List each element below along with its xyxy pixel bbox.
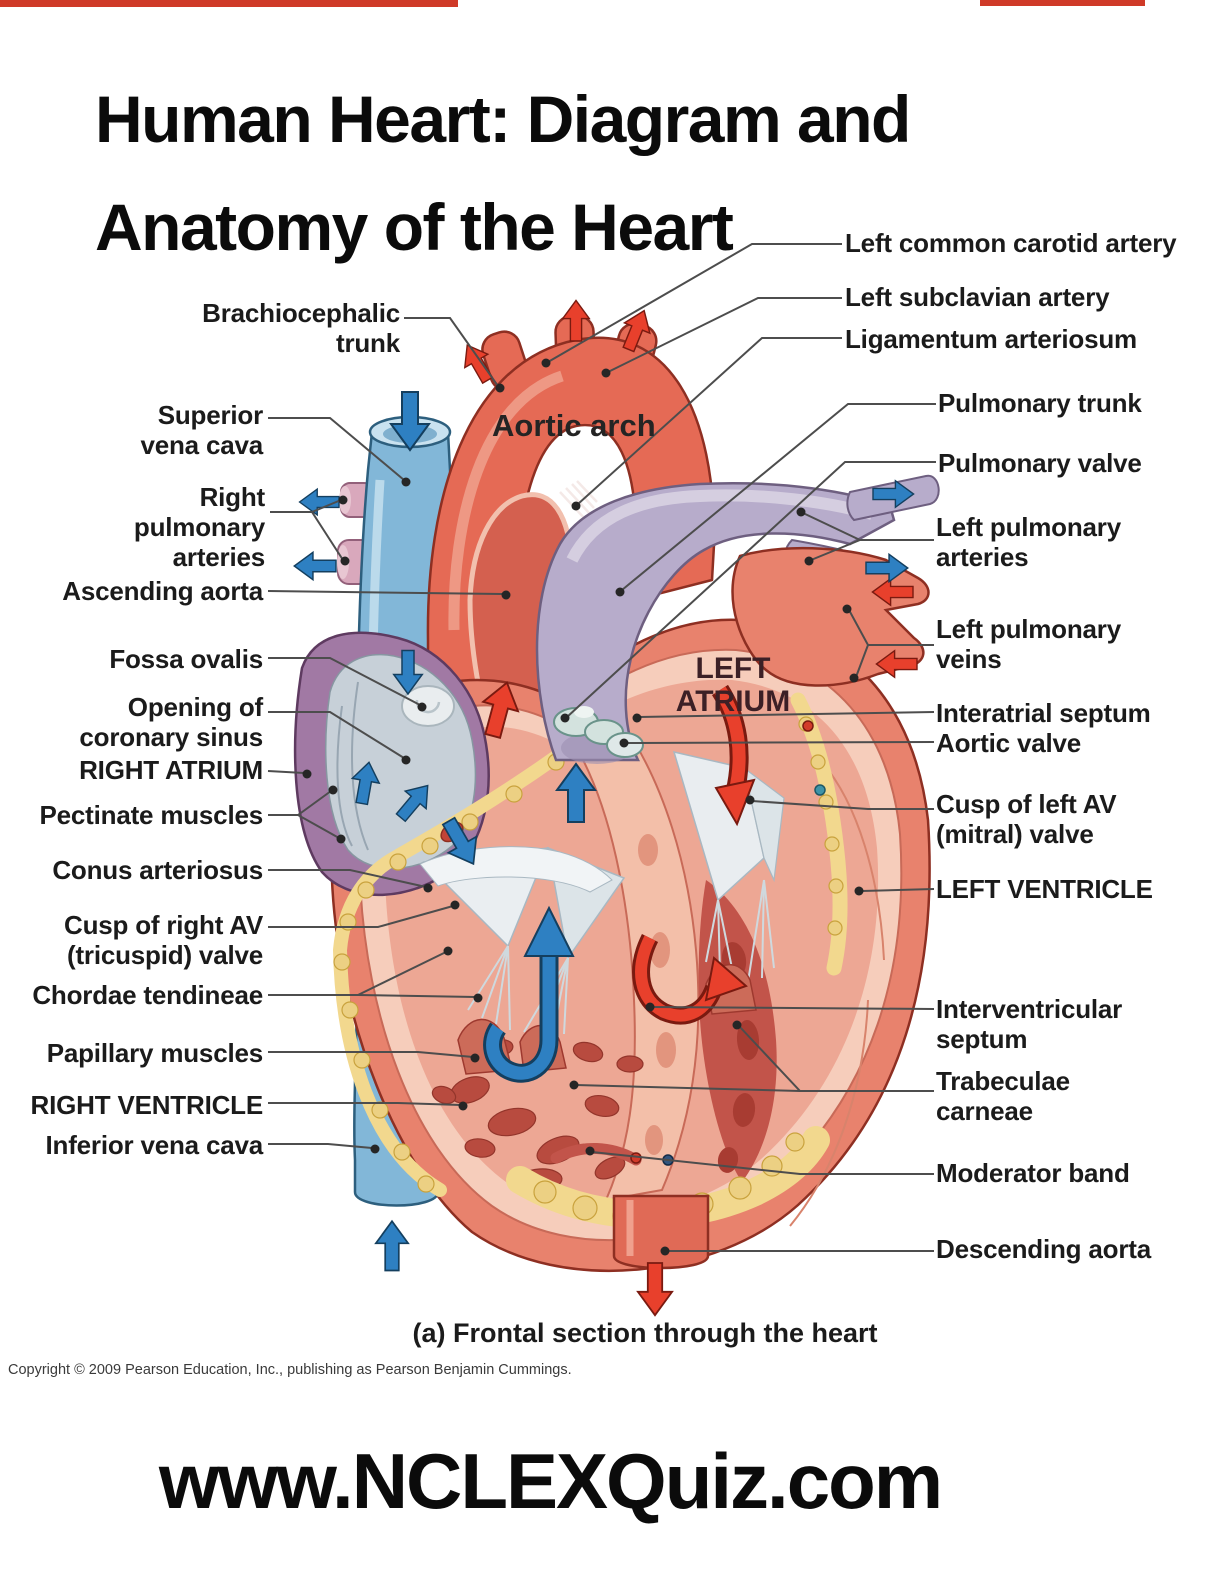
label-left-pulmonary-arteries: Left pulmonary arteries <box>936 512 1121 573</box>
label-papillary-muscles: Papillary muscles <box>46 1038 263 1068</box>
label-opening-of-coronary-sinus: Opening of coronary sinus <box>79 692 263 753</box>
label-pectinate-muscles: Pectinate muscles <box>39 800 264 830</box>
mitral-valve-chordae <box>672 750 785 1015</box>
copyright-text: Copyright © 2009 Pearson Education, Inc.… <box>8 1362 572 1378</box>
label-ascending-aorta: Ascending aorta <box>62 576 263 606</box>
descending-aorta-shape <box>612 1194 710 1270</box>
leader-lines <box>267 243 936 1252</box>
label-trabeculae-carneae: Trabeculae carneae <box>936 1066 1070 1127</box>
label-pulmonary-trunk: Pulmonary trunk <box>938 388 1142 418</box>
page-title: Human Heart: Diagram and Anatomy of the … <box>95 82 911 264</box>
label-chordae-tendineae: Chordae tendineae <box>32 980 263 1010</box>
left-pulmonary-veins-shape <box>731 546 930 687</box>
website-url: www.NCLEXQuiz.com <box>158 1437 943 1525</box>
fossa-ovalis-shape <box>401 685 455 727</box>
label-superior-vena-cava: Superior vena cava <box>140 400 263 461</box>
label-conus-arteriosus: Conus arteriosus <box>52 855 263 885</box>
label-right-atrium: RIGHT ATRIUM <box>79 755 263 785</box>
label-descending-aorta: Descending aorta <box>936 1234 1151 1264</box>
leader-dots <box>302 358 864 1256</box>
label-right-pulmonary-arteries: Right pulmonary arteries <box>133 482 265 573</box>
top-edge-artifact <box>0 0 1145 7</box>
label-interatrial-septum: Interatrial septum <box>936 698 1151 728</box>
label-cusp-of-right-av-valve: Cusp of right AV (tricuspid) valve <box>64 910 263 971</box>
label-pulmonary-valve: Pulmonary valve <box>938 448 1142 478</box>
label-inferior-vena-cava: Inferior vena cava <box>45 1130 263 1160</box>
label-interventricular-septum: Interventricular septum <box>936 994 1123 1055</box>
label-left-common-carotid-artery: Left common carotid artery <box>845 228 1177 258</box>
label-fossa-ovalis: Fossa ovalis <box>109 644 263 674</box>
label-left-atrium: LEFT ATRIUM <box>675 652 791 718</box>
label-moderator-band: Moderator band <box>936 1158 1130 1188</box>
label-left-ventricle: LEFT VENTRICLE <box>936 874 1153 904</box>
label-ligamentum-arteriosum: Ligamentum arteriosum <box>845 324 1137 354</box>
trabeculae-texture <box>431 880 777 1192</box>
figure-caption: (a) Frontal section through the heart <box>412 1318 878 1348</box>
label-left-subclavian-artery: Left subclavian artery <box>845 282 1110 312</box>
label-aortic-valve: Aortic valve <box>936 728 1082 758</box>
label-right-ventricle: RIGHT VENTRICLE <box>30 1090 264 1120</box>
label-aortic-arch: Aortic arch <box>492 408 656 443</box>
label-cusp-of-left-av-valve: Cusp of left AV (mitral) valve <box>936 789 1117 850</box>
label-left-pulmonary-veins: Left pulmonary veins <box>936 614 1121 675</box>
pulmonary-valve-shape <box>553 706 624 745</box>
blood-flow-arrows <box>293 299 918 1317</box>
curved-arrows <box>483 684 756 1083</box>
label-brachiocephalic-trunk: Brachiocephalic trunk <box>202 298 400 359</box>
